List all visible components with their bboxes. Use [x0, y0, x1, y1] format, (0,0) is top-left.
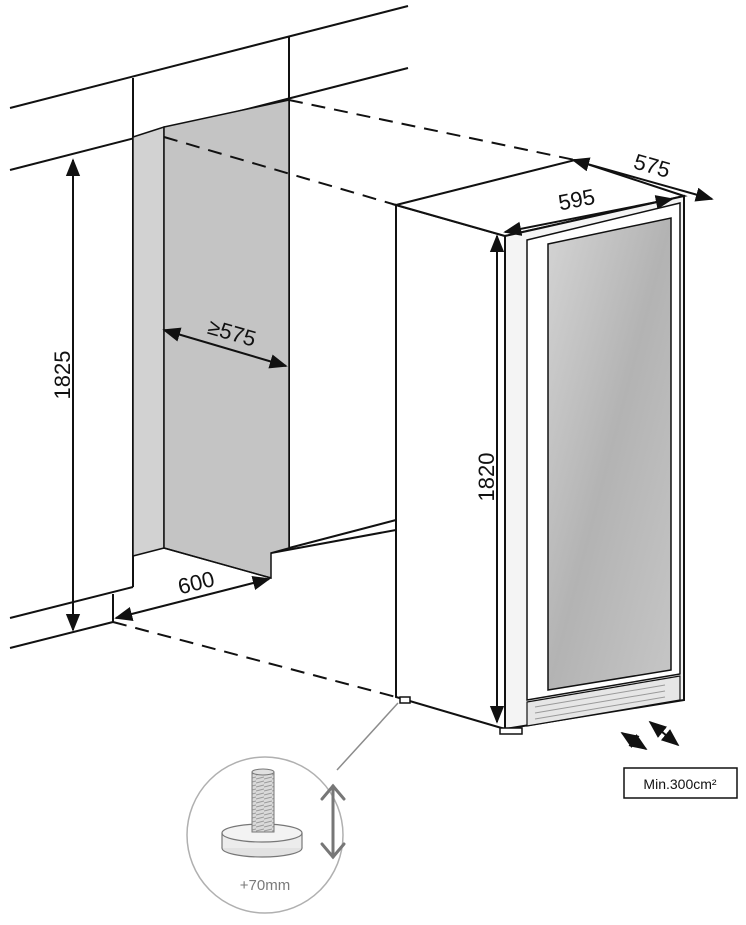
- ventilation-label-box: Min.300cm²: [623, 767, 738, 799]
- foot-adjust-label: +70mm: [240, 877, 290, 894]
- threaded-bolt: [251, 771, 275, 833]
- height-adjust-arrow: [320, 783, 346, 860]
- grille-slots: [534, 684, 666, 720]
- adjustable-foot-mark: [399, 696, 523, 735]
- projection-lines: [112, 99, 576, 698]
- dim-niche-height: 1825: [50, 351, 75, 400]
- glass-door: [547, 217, 672, 691]
- foot-detail-callout: +70mm: [186, 702, 399, 914]
- ventilation-label: Min.300cm²: [643, 776, 716, 792]
- wine-cooler: [392, 158, 688, 731]
- dimension-lines: [65, 157, 714, 750]
- dim-unit-height: 1820: [474, 453, 499, 502]
